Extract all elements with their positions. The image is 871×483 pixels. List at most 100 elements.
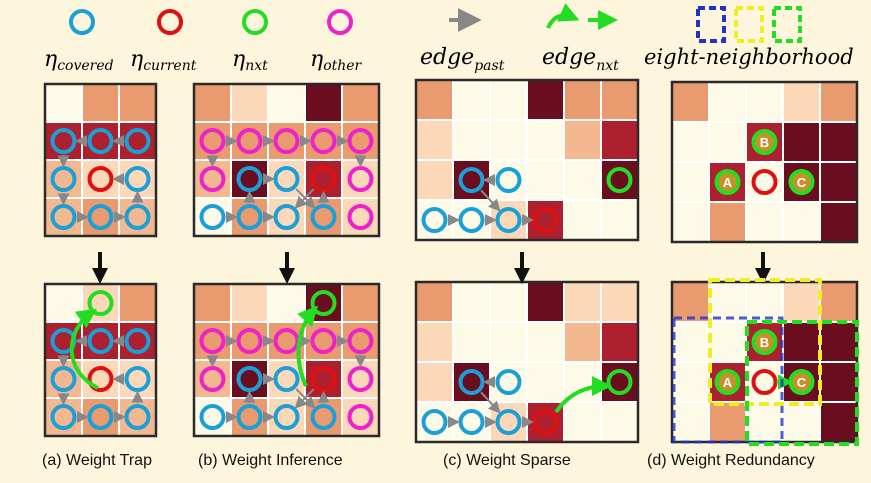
grid-cell [193,83,232,123]
grid-cell [526,281,565,323]
candidate-b-node [751,129,778,155]
edge-nxt-arrow [554,376,612,414]
legend-yellow-dashed-square [734,6,764,43]
caption-weight-inference: (b) Weight Inference [198,452,343,469]
grid-cell [745,201,784,243]
covered-node [124,404,151,430]
grid-cell [782,321,821,363]
grid-cell [782,121,821,163]
legend-other-circle [327,9,353,35]
grid-border [670,80,859,244]
node-label-C: C [797,375,807,390]
other-node [347,328,374,354]
grid-cell [708,401,747,443]
covered-node [273,204,300,230]
grid-cell [745,81,784,123]
grid-cell [563,119,602,161]
grid-d-bottom [670,280,859,444]
grid-cell [600,401,639,443]
neighborhood-c-dashed-box [745,320,859,446]
grid-cell [44,83,83,123]
grid-cell [489,119,528,161]
other-node [347,128,374,154]
grid-cell [526,79,565,121]
caption-weight-sparse: (c) Weight Sparse [443,452,571,469]
grid-cell [671,201,710,243]
grid-cell [341,83,380,123]
node-label-B: B [760,335,769,350]
grid-cell [415,281,454,323]
grid-cell [671,361,710,403]
grid-cell [745,401,784,443]
covered-node [199,404,226,430]
grid-cell [452,79,491,121]
edge-past-arrow [294,388,315,409]
covered-node [458,409,485,435]
other-node [236,328,263,354]
grid-cell [415,361,454,403]
grid-cell [415,119,454,161]
nxt-node [606,167,633,193]
other-node [199,128,226,154]
grid-border [192,82,381,238]
covered-node [236,166,263,192]
grid-cell [230,283,269,323]
grid-cell [489,281,528,323]
grid-cell [489,79,528,121]
current-node [87,366,114,392]
covered-node [50,128,77,154]
grid-cell [819,81,858,123]
grid-cell [341,283,380,323]
grid-cell [415,159,454,201]
other-node [199,166,226,192]
covered-node [236,204,263,230]
grid-cell [671,321,710,363]
grid-cell [44,283,83,323]
node-label-B: B [760,135,769,150]
grid-d-top [670,80,859,244]
grid-cell [563,401,602,443]
grid-cell [600,79,639,121]
candidate-c-node [788,169,815,195]
grid-border [192,282,381,438]
grid-cell [526,119,565,161]
grid-cell [452,119,491,161]
current-node [310,366,337,392]
legend-current-circle [157,9,183,35]
current-node [310,166,337,192]
grid-cell [819,201,858,243]
grid-cell [452,281,491,323]
covered-node [124,204,151,230]
legend-edge-nxt-curve-icon [546,3,580,29]
covered-node [273,404,300,430]
grid-cell [81,83,120,123]
grid-cell [819,121,858,163]
legend-blue-dashed-square [696,6,726,43]
covered-node [421,409,448,435]
grid-cell [671,401,710,443]
nxt-node [87,290,114,316]
legend-nxt-circle [242,9,268,35]
edge-past-arrow [480,189,501,212]
covered-node [458,167,485,193]
caption-weight-trap: (a) Weight Trap [42,452,152,469]
grid-c-top [414,78,640,242]
covered-node [50,204,77,230]
grid-cell [118,283,157,323]
covered-node [50,166,77,192]
legend-covered-circle [69,9,95,35]
edge-nxt-arrow [69,308,99,390]
node-label-A: A [723,375,733,390]
grid-cell [193,283,232,323]
covered-node [50,366,77,392]
grid-cell [819,321,858,363]
covered-node [87,328,114,354]
grid-cell [267,283,306,323]
covered-node [124,366,151,392]
covered-node [199,204,226,230]
covered-node [495,207,522,233]
candidate-b-node [751,329,778,355]
covered-node [87,404,114,430]
grid-cell [819,281,858,323]
grid-cell [671,281,710,323]
